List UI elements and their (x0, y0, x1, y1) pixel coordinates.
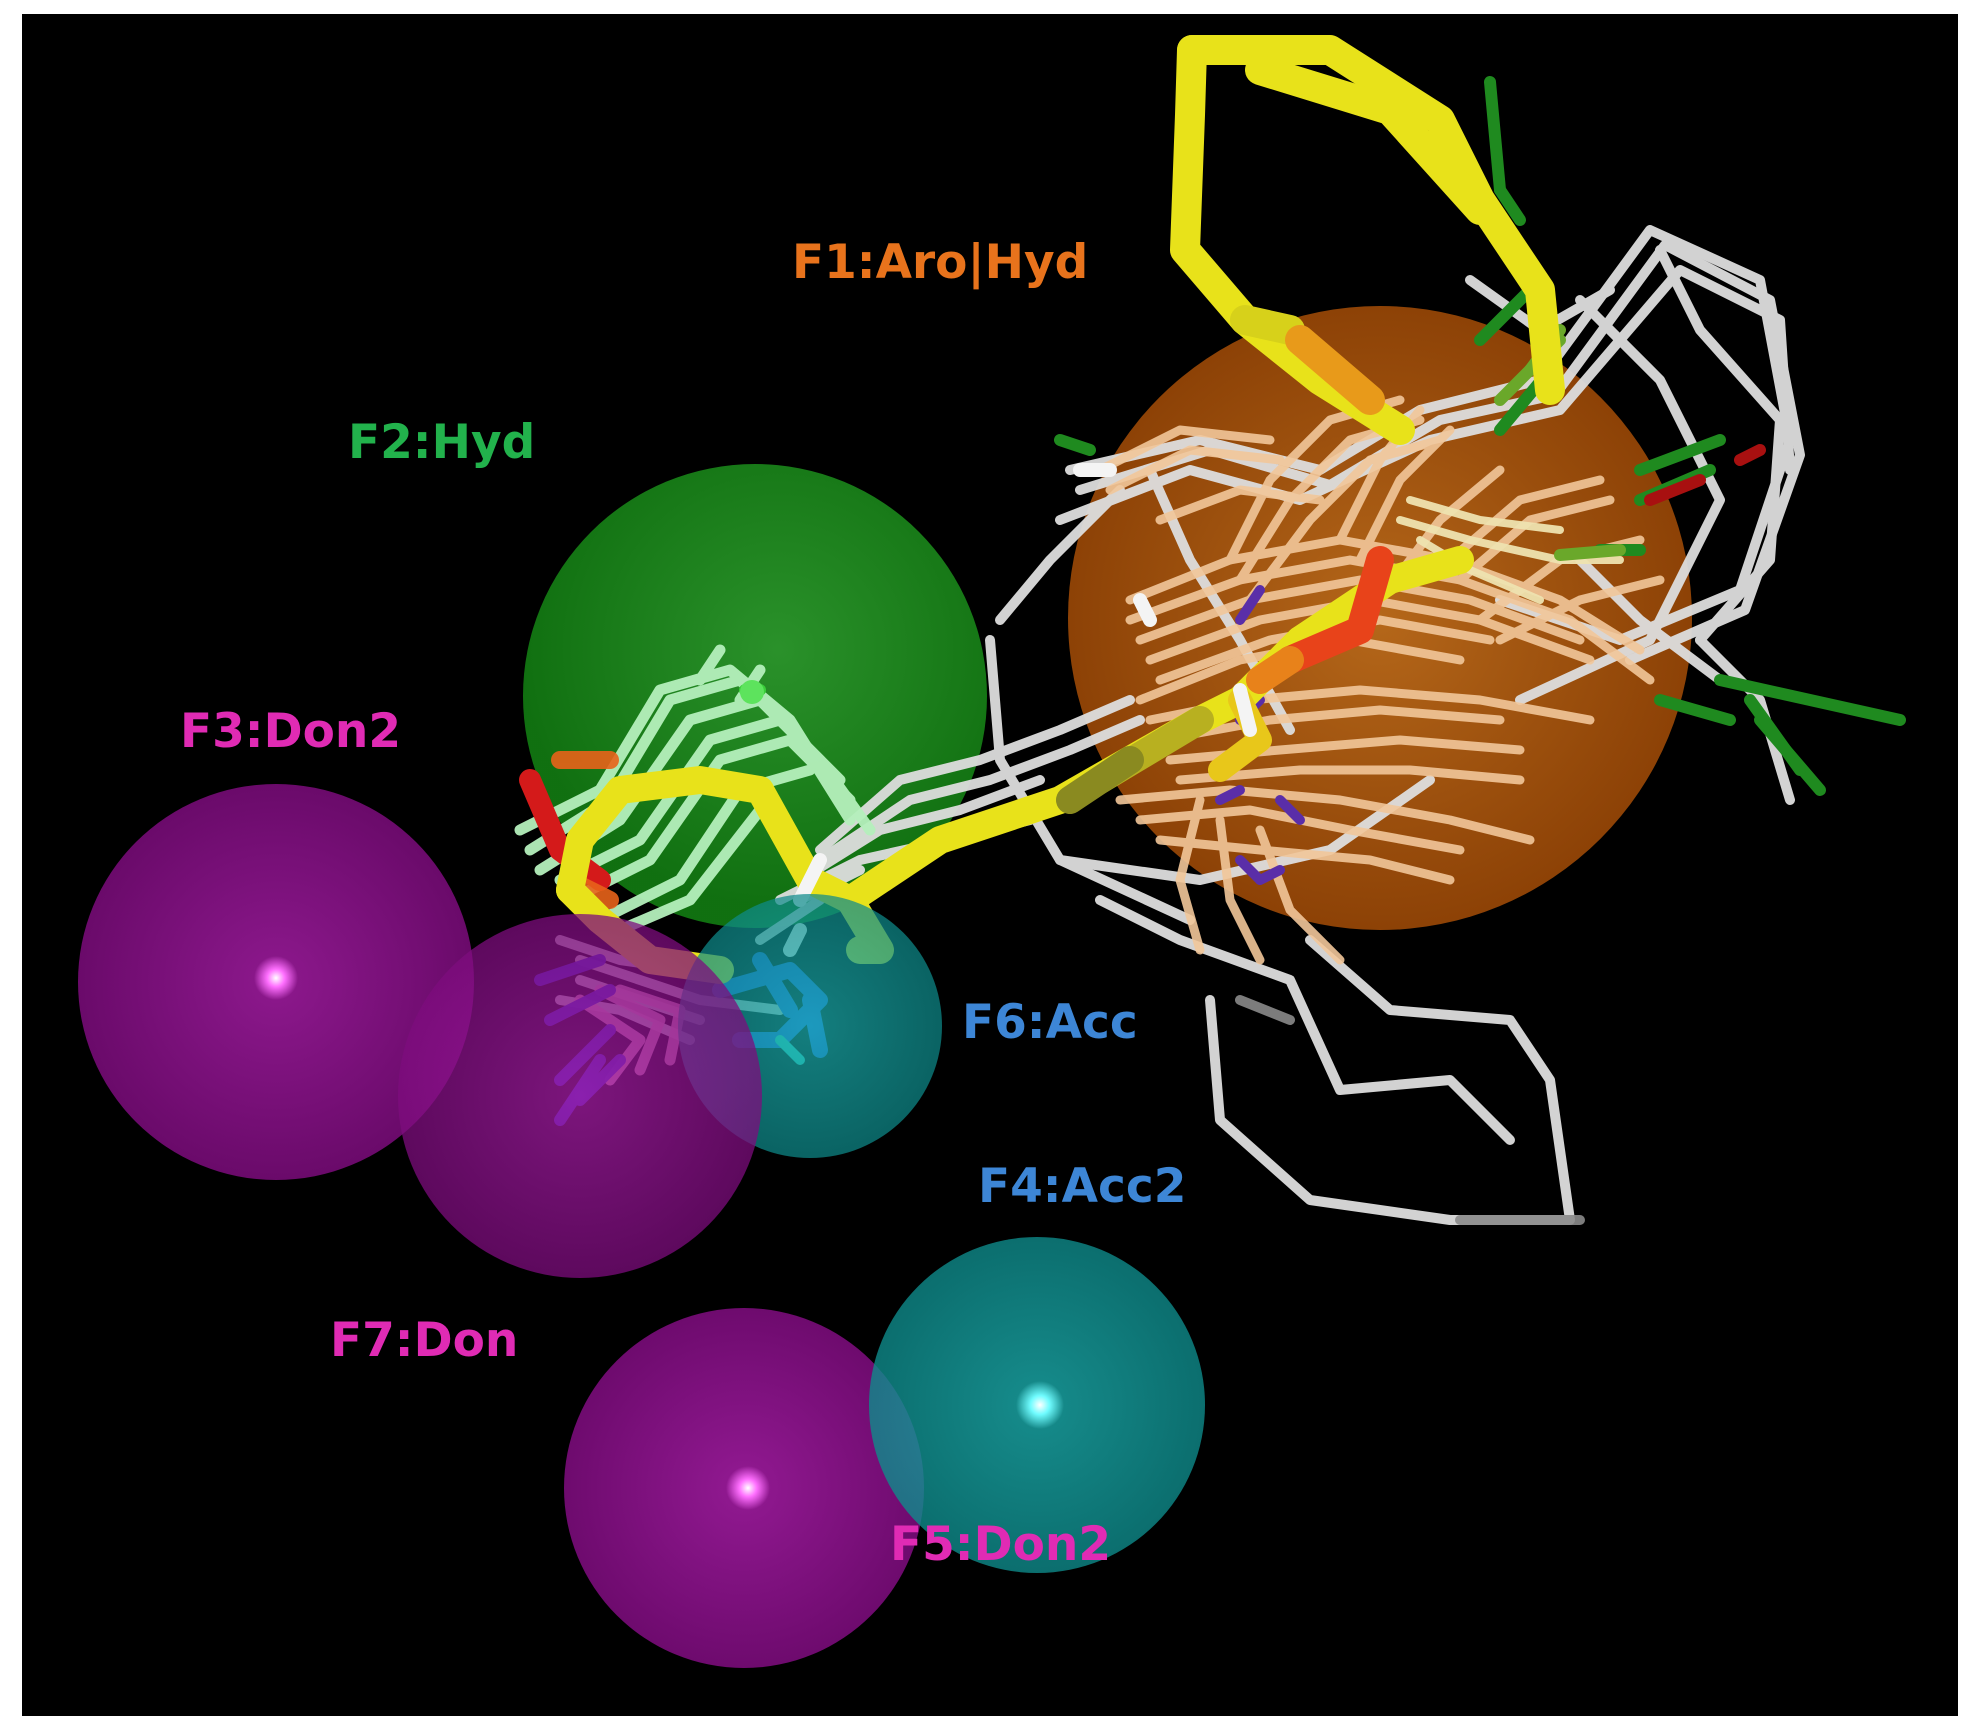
f3-secondary-donor-sphere (398, 914, 762, 1278)
feature-label-f2: F2:Hyd (348, 415, 535, 470)
feature-label-f6: F6:Acc (962, 995, 1138, 1050)
feature-label-f3: F3:Don2 (180, 704, 401, 759)
feature-label-f1: F1:Aro|Hyd (792, 235, 1088, 290)
f3-center-dot (254, 956, 298, 1000)
f4-center-dot (1016, 1381, 1064, 1429)
feature-label-f4: F4:Acc2 (978, 1159, 1186, 1214)
feature-label-f5: F5:Don2 (890, 1517, 1111, 1572)
f7-center-dot (726, 1466, 770, 1510)
f2-center-dot (740, 680, 764, 704)
feature-label-f7: F7:Don (330, 1313, 518, 1368)
